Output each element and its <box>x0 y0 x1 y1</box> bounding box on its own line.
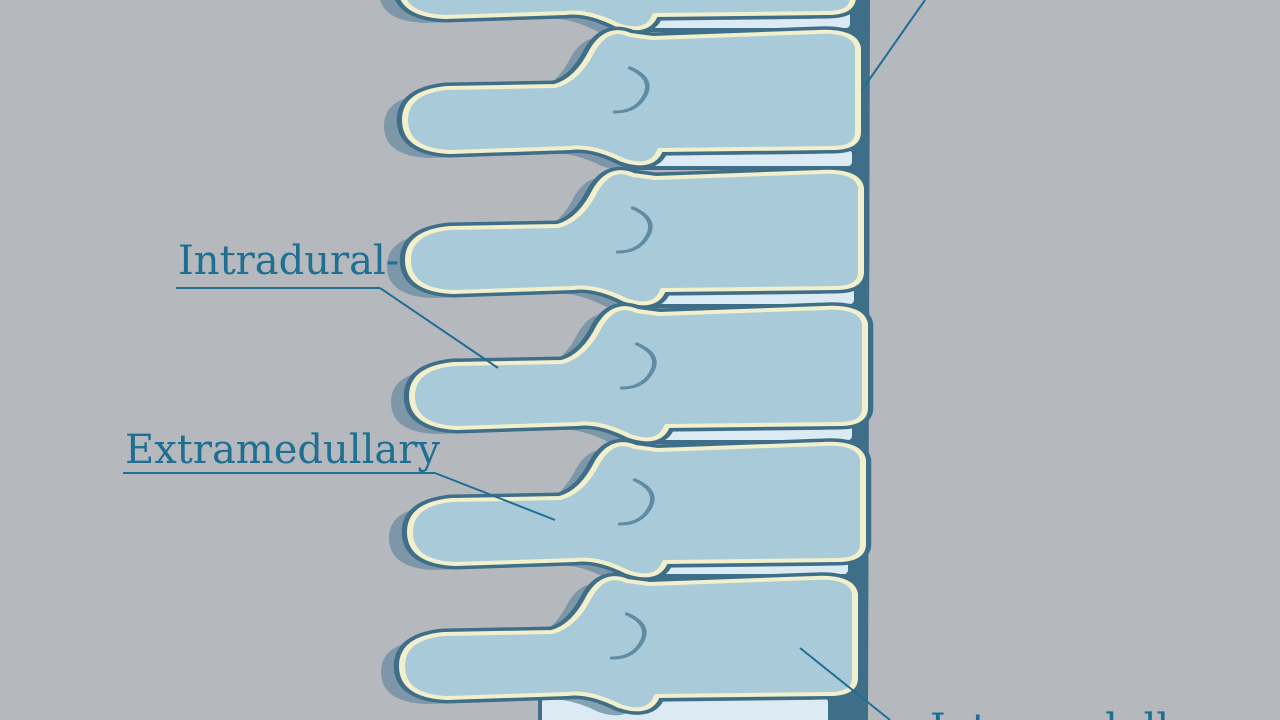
label-bottom-partial: Intramedullary <box>799 647 1235 720</box>
label-intradural: Intradural- <box>176 238 499 369</box>
bottom-partial-label: Intramedullary <box>930 706 1235 720</box>
top-right-leader-line <box>861 0 926 91</box>
intradural-leader-line <box>379 287 499 369</box>
vertebra <box>389 444 863 582</box>
vertebrae <box>379 0 865 715</box>
vertebra <box>381 578 855 716</box>
bottom-leader-line <box>799 647 891 720</box>
extramedullary-leader-line <box>434 472 556 521</box>
vertebra <box>391 308 865 446</box>
intradural-label: Intradural- <box>178 238 399 284</box>
label-extramedullary: Extramedullary <box>123 427 556 521</box>
vertebra <box>384 32 858 170</box>
vertebra <box>387 172 861 310</box>
extramedullary-label: Extramedullary <box>125 427 440 473</box>
